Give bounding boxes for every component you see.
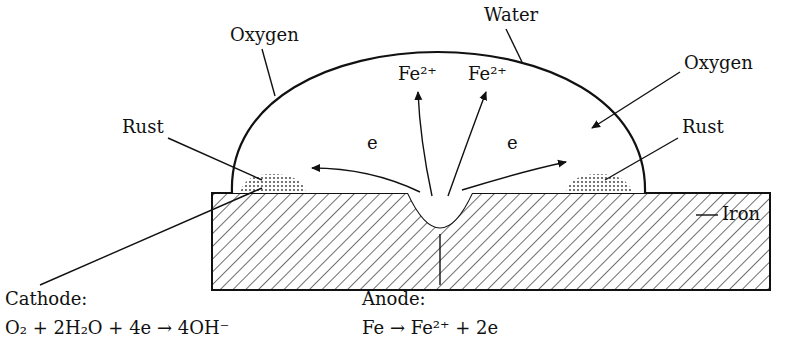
leader-line	[262, 49, 275, 96]
water-drop-fill	[232, 52, 645, 228]
leader-line	[439, 234, 440, 285]
label: Iron	[722, 203, 760, 225]
label: e	[507, 132, 518, 154]
label: e	[367, 132, 378, 154]
label: Rust	[682, 116, 724, 138]
label: Water	[484, 4, 538, 26]
leader-line	[696, 214, 718, 215]
leader-line	[592, 72, 680, 128]
label: Rust	[122, 116, 164, 138]
electron-arrow	[462, 162, 566, 190]
iron-block	[212, 193, 770, 290]
rust-deposit	[240, 174, 306, 193]
leader-line	[40, 188, 262, 285]
rust-deposit	[566, 174, 632, 193]
label: Oxygen	[230, 24, 299, 46]
label: Fe²⁺	[398, 63, 437, 85]
leader-line	[605, 138, 678, 180]
electron-arrow	[312, 168, 420, 192]
label: Fe → Fe²⁺ + 2e	[362, 317, 498, 339]
ion-arrow	[418, 92, 432, 196]
leader-line	[168, 138, 262, 180]
label: Fe²⁺	[468, 63, 507, 85]
leader-line	[506, 29, 522, 62]
label: O₂ + 2H₂O + 4e → 4OH⁻	[5, 317, 229, 339]
water-drop-outline	[232, 52, 645, 193]
label: Oxygen	[684, 52, 753, 74]
ion-arrow	[448, 92, 486, 196]
label: Anode:	[362, 288, 426, 310]
label: Cathode:	[5, 288, 87, 310]
